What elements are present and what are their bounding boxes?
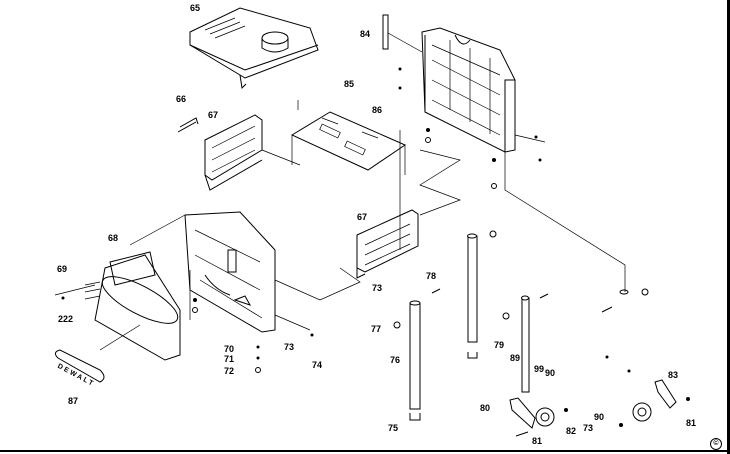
part-83-bracket [654,379,677,409]
part-82-wheel-left [535,407,555,427]
part-back-panel [421,27,516,153]
part-label-78: 78 [426,271,437,281]
part-label-73-a: 73 [284,342,295,352]
part-label-89: 89 [510,353,521,363]
part-76-pole [409,300,421,421]
part-82-wheel-right [632,402,652,422]
part-label-75: 75 [388,423,399,433]
part-67-bracket-lower [356,209,419,279]
part-87-badge [54,349,105,383]
part-label-81-a: 81 [532,436,543,446]
frame-border-right [727,0,730,454]
part-label-90-a: 90 [545,368,556,378]
part-label-70: 70 [224,344,235,354]
copyright-icon: © [710,438,722,450]
part-label-65: 65 [190,3,201,13]
part-67-bracket-upper [204,114,263,191]
part-label-71: 71 [224,354,235,364]
assembly-lines [54,32,626,351]
part-label-83: 83 [668,370,679,380]
part-cap-right [619,289,629,295]
part-label-99: 99 [534,364,545,374]
part-label-66: 66 [176,94,187,104]
part-label-67-upper: 67 [208,110,219,120]
part-label-222: 222 [58,314,74,324]
part-label-68: 68 [108,233,119,243]
part-label-72: 72 [224,366,235,376]
part-84-strip [382,14,389,50]
part-86-plate [290,111,407,171]
part-68-handle [84,251,181,361]
part-66-strip [177,117,199,133]
part-label-73-b: 73 [372,283,383,293]
part-label-85: 85 [344,79,355,89]
part-label-87: 87 [68,396,79,406]
part-label-74: 74 [312,360,323,370]
part-label-73-c: 73 [583,423,594,433]
part-label-69: 69 [57,264,68,274]
part-79-pole [467,233,478,359]
frame-border-bottom [0,450,730,452]
part-80-bracket [509,397,536,429]
part-65-cover [189,7,319,90]
part-pole-right [521,295,530,393]
part-label-80: 80 [480,403,491,413]
part-main-housing [184,211,276,333]
part-label-82: 82 [566,426,577,436]
part-label-77: 77 [371,324,382,334]
hardware-fasteners [61,67,690,437]
part-label-81-b: 81 [686,418,697,428]
part-label-67-lower: 67 [357,212,368,222]
part-label-84: 84 [360,29,371,39]
part-label-79: 79 [494,340,505,350]
part-label-86: 86 [372,105,383,115]
part-label-90-b: 90 [594,412,605,422]
part-label-76: 76 [390,355,401,365]
